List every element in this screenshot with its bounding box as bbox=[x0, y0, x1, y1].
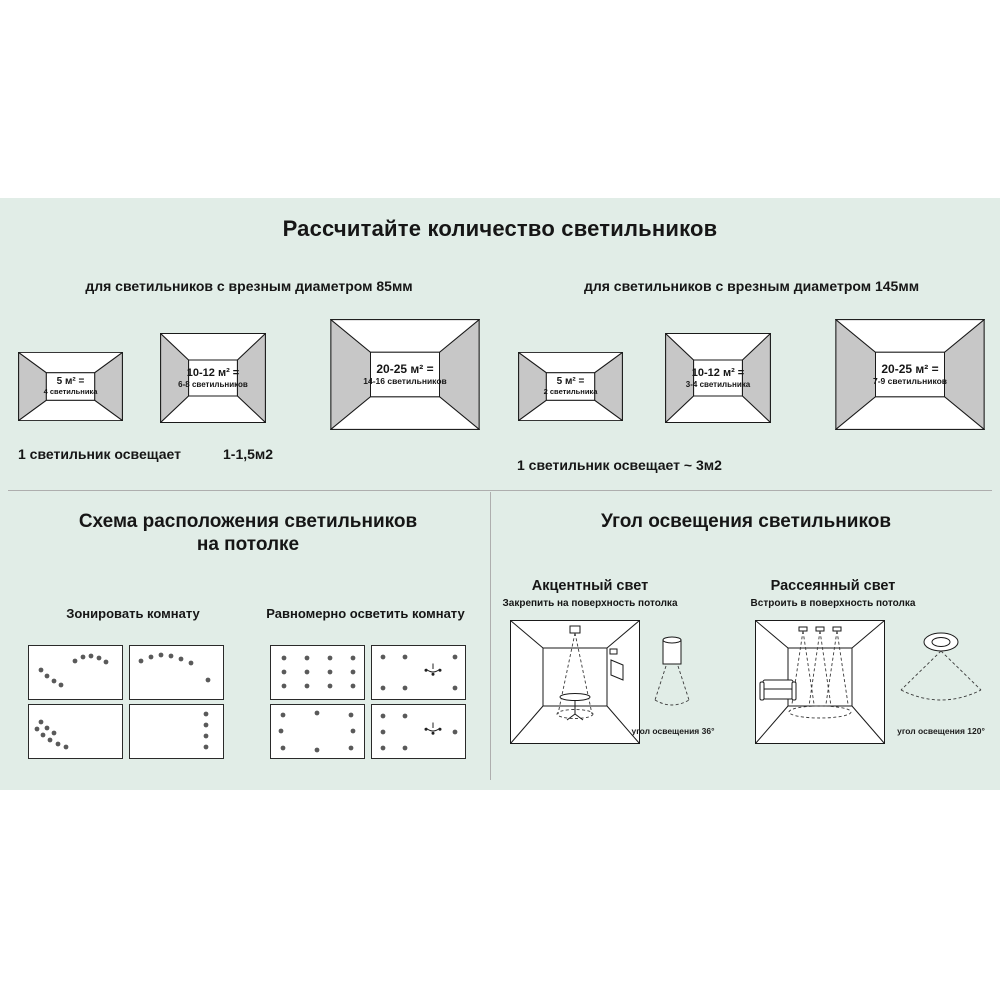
note-145: 1 светильник освещает ~ 3м2 bbox=[517, 457, 722, 473]
horizontal-divider bbox=[8, 490, 992, 491]
room-85-medium: 10-12 м² = 6-8 светильников bbox=[160, 333, 266, 423]
room-label: 5 м² = 4 светильника bbox=[41, 373, 100, 401]
zoning-plan-3 bbox=[28, 704, 123, 759]
wall-picture-icon bbox=[610, 649, 623, 680]
zoning-plan-2 bbox=[129, 645, 224, 700]
room-label: 20-25 м² = 14-16 светильников bbox=[363, 352, 447, 396]
zoning-plan-1 bbox=[28, 645, 123, 700]
even-plan-2 bbox=[371, 645, 466, 700]
infographic-panel: Рассчитайте количество светильников для … bbox=[0, 198, 1000, 790]
room-label: 10-12 м² = 6-8 светильников bbox=[178, 360, 248, 396]
room-count-text: 4 светильника bbox=[43, 386, 98, 396]
room-145-small: 5 м² = 2 светильника bbox=[518, 352, 623, 421]
diffuse-light-subtitle: Встроить в поверхность потолка bbox=[750, 598, 916, 609]
section-header-85mm: для светильников с врезным диаметром 85м… bbox=[85, 278, 413, 294]
room-label: 20-25 м² = 7-9 светильников bbox=[868, 352, 952, 396]
room-area-text: 20-25 м² = bbox=[881, 361, 939, 376]
room-label: 10-12 м² = 3-4 светильника bbox=[685, 360, 751, 396]
even-plan-3 bbox=[270, 704, 365, 759]
accent-room-diagram bbox=[510, 620, 640, 744]
room-count-text: 6-8 светильников bbox=[178, 379, 248, 389]
accent-light-title: Акцентный свет bbox=[531, 578, 649, 594]
accent-light-subtitle: Закрепить на поверхность потолка bbox=[502, 598, 678, 609]
layout-title-line2: на потолке bbox=[196, 534, 300, 556]
note-85: 1 светильник освещает 1-1,5м2 bbox=[18, 446, 273, 462]
room-area-text: 10-12 м² = bbox=[691, 367, 745, 380]
note-145-text: 1 светильник освещает ~ 3м2 bbox=[517, 457, 722, 473]
accent-angle-label: угол освещения 36° bbox=[631, 726, 715, 736]
room-count-text: 14-16 светильников bbox=[363, 375, 447, 386]
even-label: Равномерно осветить комнату bbox=[266, 606, 465, 621]
note-85-value: 1-1,5м2 bbox=[223, 446, 274, 462]
room-count-text: 7-9 светильников bbox=[872, 375, 948, 386]
layout-title-line1: Схема расположения светильников bbox=[78, 511, 418, 532]
ceiling-spotlight-icon bbox=[570, 626, 580, 633]
page-title: Рассчитайте количество светильников bbox=[282, 216, 718, 241]
diffuse-room-diagram bbox=[755, 620, 885, 744]
note-85-label: 1 светильник освещает bbox=[18, 446, 181, 462]
zoning-label: Зонировать комнату bbox=[66, 606, 200, 621]
room-count-text: 3-4 светильника bbox=[685, 379, 751, 389]
diffuse-light-title: Рассеянный свет bbox=[770, 578, 896, 594]
room-area-text: 5 м² = bbox=[56, 376, 85, 388]
angle-section-title: Угол освещения светильников bbox=[600, 511, 892, 532]
room-count-text: 2 светильника bbox=[543, 386, 598, 396]
even-plan-4 bbox=[371, 704, 466, 759]
section-header-145mm: для светильников с врезным диаметром 145… bbox=[583, 278, 920, 294]
diffuse-angle-label: угол освещения 120° bbox=[897, 726, 985, 736]
zoning-plan-4 bbox=[129, 704, 224, 759]
room-label: 5 м² = 2 светильника bbox=[541, 373, 600, 401]
room-area-text: 20-25 м² = bbox=[376, 361, 434, 376]
sofa-icon bbox=[760, 680, 796, 700]
room-85-large: 20-25 м² = 14-16 светильников bbox=[330, 319, 480, 430]
recessed-lights-icons bbox=[799, 627, 841, 631]
room-area-text: 5 м² = bbox=[556, 376, 585, 388]
room-85-small: 5 м² = 4 светильника bbox=[18, 352, 123, 421]
layout-section-title: Схема расположения светильников на потол… bbox=[28, 510, 468, 556]
accent-lamp-icon bbox=[654, 632, 690, 706]
room-area-text: 10-12 м² = bbox=[186, 367, 240, 380]
table-icon bbox=[560, 694, 590, 721]
room-145-large: 20-25 м² = 7-9 светильников bbox=[835, 319, 985, 430]
diffuse-lamp-icon bbox=[900, 630, 982, 701]
even-plan-1 bbox=[270, 645, 365, 700]
vertical-divider bbox=[490, 492, 491, 780]
room-145-medium: 10-12 м² = 3-4 светильника bbox=[665, 333, 771, 423]
